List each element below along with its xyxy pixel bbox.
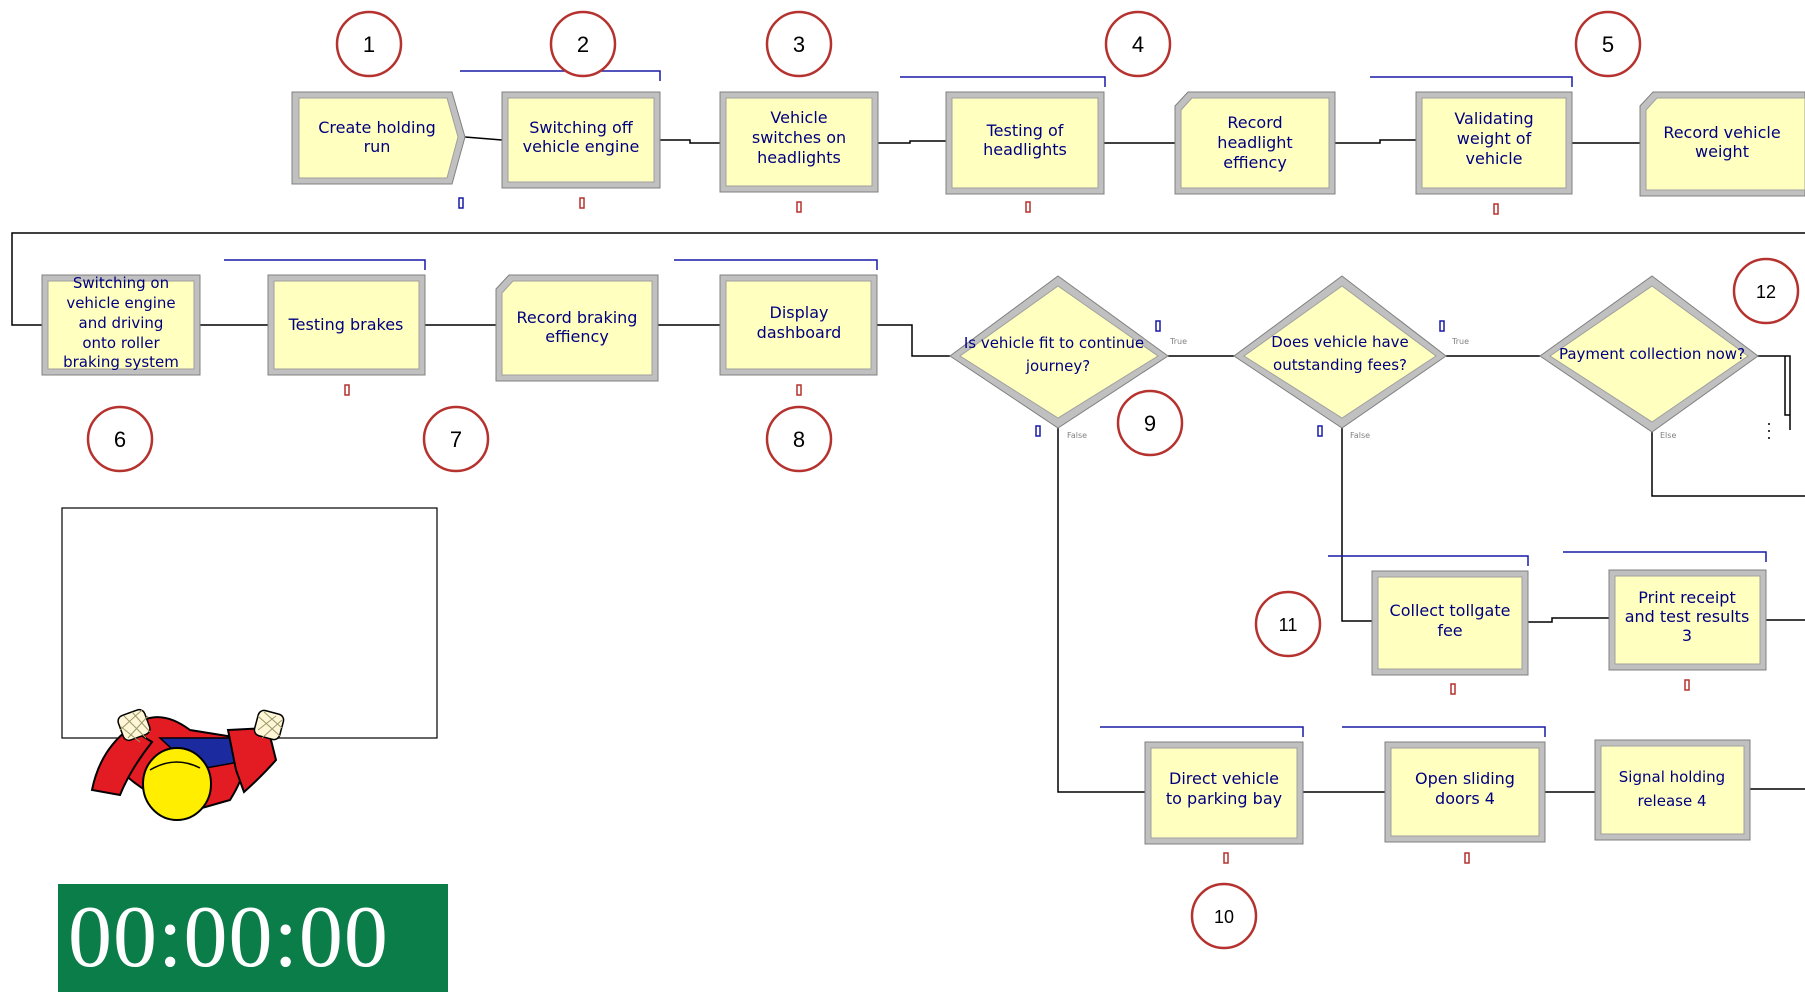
signal-release-label-1: Signal holding [1619,768,1725,786]
direct-vehicle-label-2: to parking bay [1166,789,1282,808]
switching-on-label-5: braking system [63,353,179,371]
validating-weight-label-1: Validating [1454,109,1533,128]
open-doors-label-2: doors 4 [1435,789,1495,808]
switching-on-label-1: Switching on [73,274,169,292]
marker-10 [1190,882,1258,950]
switching-on-label-2: vehicle engine [66,294,175,312]
record-weight-label-1: Record vehicle [1663,123,1780,142]
marker-6-label: 6 [114,427,126,452]
validating-weight-label-2: weight of [1457,129,1532,148]
marker-10-label: 10 [1214,907,1234,927]
module-collect-tollgate-fee[interactable]: Collect tollgate fee [1371,570,1529,695]
marker-4 [1104,10,1172,78]
vsh-label-2: switches on [752,128,846,147]
decide-fees-true-label: True [1451,337,1469,346]
validating-weight-label-3: vehicle [1466,149,1523,168]
step-markers [86,10,1800,950]
create-holding-run-label-1: Create holding [318,118,436,137]
decide-payment-label: Payment collection now? [1559,345,1745,363]
display-dashboard-label-2: dashboard [757,323,842,342]
switching-off-label-1: Switching off [529,118,634,137]
marker-3 [765,10,833,78]
marker-11-label: 11 [1279,615,1298,635]
decide-fit-label-1: Is vehicle fit to continue [964,334,1144,352]
marker-8 [765,405,833,473]
decide-vehicle-fit[interactable]: Is vehicle fit to continue journey? True… [949,275,1187,440]
switching-on-label-4: onto roller [82,334,160,352]
testing-headlights-label-2: headlights [983,140,1067,159]
switching-off-label-2: vehicle engine [523,137,640,156]
print-receipt-label-3: 3 [1682,626,1692,645]
direct-vehicle-label-1: Direct vehicle [1169,769,1279,788]
decide-fit-true-label: True [1169,337,1187,346]
module-display-dashboard[interactable]: Display dashboard [719,274,878,396]
marker-2 [549,10,617,78]
record-headlight-label-1: Record [1227,113,1282,132]
decide-fit-label-2: journey? [1025,357,1090,375]
decide-fees-label-1: Does vehicle have [1271,333,1409,351]
marker-9-label: 9 [1144,411,1156,436]
record-headlight-label-2: headlight [1217,133,1292,152]
marker-9 [1116,389,1184,457]
module-record-headlight[interactable]: Record headlight effiency [1174,91,1336,195]
module-vehicle-switches-headlights[interactable]: Vehicle switches on headlights [719,91,879,213]
marker-12 [1732,257,1800,325]
vsh-label-1: Vehicle [770,108,827,127]
animation-panel [61,507,438,739]
marker-1-label: 1 [363,32,375,57]
switching-on-label-3: and driving [79,314,164,332]
collect-fee-label-1: Collect tollgate [1390,601,1511,620]
print-receipt-label-1: Print receipt [1638,588,1735,607]
marker-3-label: 3 [793,32,805,57]
print-receipt-label-2: and test results [1625,607,1750,626]
decide-payment-collection[interactable]: Payment collection now? Else [1539,275,1770,440]
module-record-braking[interactable]: Record braking effiency [495,274,659,382]
queue-bars [224,70,1767,737]
module-create-holding-run[interactable]: Create holding run [291,91,466,209]
module-validating-weight[interactable]: Validating weight of vehicle [1415,91,1573,215]
record-weight-label-2: weight [1695,142,1749,161]
marker-11 [1254,590,1322,658]
module-signal-holding-release[interactable]: Signal holding release 4 [1594,739,1751,841]
signal-release-label-2: release 4 [1637,792,1706,810]
marker-12-label: 12 [1756,282,1776,302]
module-print-receipt[interactable]: Print receipt and test results 3 [1608,569,1767,691]
module-direct-vehicle[interactable]: Direct vehicle to parking bay [1144,741,1304,864]
decide-fees-label-2: outstanding fees? [1273,356,1407,374]
open-doors-label-1: Open sliding [1415,769,1515,788]
marker-7-label: 7 [450,427,462,452]
module-switching-on-engine[interactable]: Switching on vehicle engine and driving … [41,274,201,376]
module-switching-off-engine[interactable]: Switching off vehicle engine [501,91,661,209]
simulation-clock: 00:00:00 [58,884,448,992]
create-holding-run-label-2: run [364,137,391,156]
module-open-sliding-doors[interactable]: Open sliding doors 4 [1384,741,1546,864]
module-testing-headlights[interactable]: Testing of headlights [945,91,1105,213]
testing-headlights-label-1: Testing of [986,121,1064,140]
marker-4-label: 4 [1132,32,1144,57]
marker-5 [1574,10,1642,78]
decide-outstanding-fees[interactable]: Does vehicle have outstanding fees? True… [1233,275,1469,440]
display-dashboard-label-1: Display [770,303,829,322]
marker-5-label: 5 [1602,32,1614,57]
decide-fit-false-label: False [1067,431,1087,440]
testing-brakes-label: Testing brakes [288,315,404,334]
module-record-vehicle-weight[interactable]: Record vehicle weight [1639,91,1805,197]
record-headlight-label-3: effiency [1223,153,1287,172]
decide-fees-false-label: False [1350,431,1370,440]
vsh-label-3: headlights [757,148,841,167]
marker-8-label: 8 [793,427,805,452]
marker-7 [422,405,490,473]
record-braking-label-2: effiency [545,327,609,346]
connectors [11,136,1805,793]
module-testing-brakes[interactable]: Testing brakes [267,274,426,396]
operator-figure-icon [90,708,285,821]
collect-fee-label-2: fee [1437,621,1462,640]
marker-2-label: 2 [577,32,589,57]
marker-6 [86,405,154,473]
marker-1 [335,10,403,78]
decide-payment-else-label: Else [1660,431,1676,440]
record-braking-label-1: Record braking [517,308,638,327]
